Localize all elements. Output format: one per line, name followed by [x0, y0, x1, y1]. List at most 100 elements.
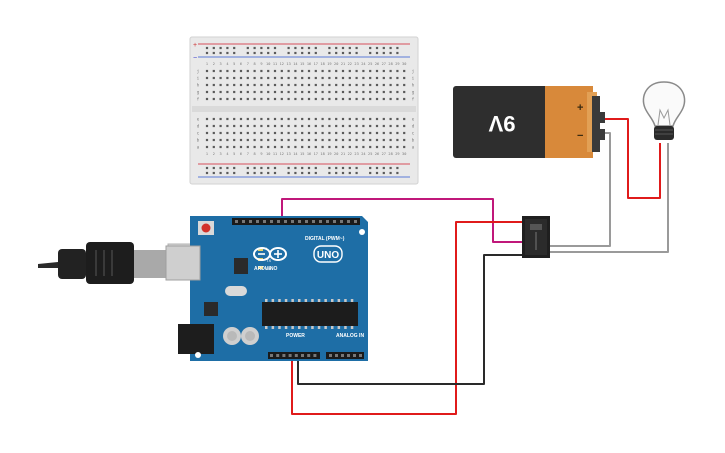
breadboard-hole[interactable]: [267, 124, 270, 128]
breadboard-hole[interactable]: [375, 69, 379, 73]
breadboard-hole[interactable]: [294, 124, 297, 128]
breadboard-hole[interactable]: [267, 166, 270, 170]
breadboard-hole[interactable]: [369, 138, 372, 142]
breadboard-hole[interactable]: [396, 97, 399, 101]
breadboard-hole[interactable]: [341, 51, 345, 55]
breadboard-hole[interactable]: [382, 76, 385, 80]
breadboard-hole[interactable]: [212, 51, 215, 55]
breadboard-hole[interactable]: [287, 83, 290, 87]
breadboard-hole[interactable]: [403, 97, 406, 101]
breadboard-hole[interactable]: [355, 171, 358, 175]
breadboard-hole[interactable]: [267, 69, 270, 73]
digital-pin[interactable]: [291, 220, 294, 223]
battery-9v[interactable]: 9V + −: [453, 86, 605, 158]
breadboard-hole[interactable]: [219, 138, 222, 142]
breadboard-hole[interactable]: [375, 131, 379, 135]
analog-pin[interactable]: [329, 354, 332, 357]
breadboard-hole[interactable]: [321, 97, 324, 101]
breadboard-hole[interactable]: [403, 76, 406, 80]
breadboard-hole[interactable]: [382, 51, 385, 55]
breadboard-hole[interactable]: [301, 51, 304, 55]
breadboard-hole[interactable]: [341, 69, 345, 73]
breadboard-hole[interactable]: [314, 46, 317, 50]
breadboard-hole[interactable]: [219, 166, 222, 170]
breadboard-hole[interactable]: [233, 166, 236, 170]
breadboard-hole[interactable]: [294, 166, 297, 170]
power-pin[interactable]: [294, 354, 298, 357]
breadboard-hole[interactable]: [396, 117, 399, 121]
breadboard-hole[interactable]: [389, 131, 392, 135]
breadboard-hole[interactable]: [403, 117, 406, 121]
breadboard-hole[interactable]: [335, 145, 338, 149]
breadboard-hole[interactable]: [294, 83, 297, 87]
breadboard-hole[interactable]: [403, 90, 406, 94]
breadboard-hole[interactable]: [335, 83, 338, 87]
breadboard-hole[interactable]: [382, 46, 385, 50]
breadboard-hole[interactable]: [260, 51, 263, 55]
breadboard-hole[interactable]: [328, 145, 331, 149]
breadboard-hole[interactable]: [219, 97, 222, 101]
breadboard-hole[interactable]: [260, 131, 263, 135]
breadboard-hole[interactable]: [314, 171, 317, 175]
breadboard-hole[interactable]: [348, 171, 351, 175]
breadboard-hole[interactable]: [307, 131, 311, 135]
breadboard-hole[interactable]: [355, 145, 358, 149]
breadboard-hole[interactable]: [246, 97, 249, 101]
breadboard-hole[interactable]: [205, 76, 209, 80]
digital-pin[interactable]: [326, 220, 329, 223]
breadboard-hole[interactable]: [321, 90, 324, 94]
breadboard-hole[interactable]: [267, 117, 270, 121]
breadboard-hole[interactable]: [341, 171, 345, 175]
breadboard-hole[interactable]: [280, 138, 283, 142]
breadboard-hole[interactable]: [396, 171, 399, 175]
breadboard-hole[interactable]: [294, 145, 297, 149]
breadboard-hole[interactable]: [335, 90, 338, 94]
breadboard-hole[interactable]: [226, 90, 229, 94]
breadboard-hole[interactable]: [341, 83, 345, 87]
breadboard-hole[interactable]: [239, 97, 243, 101]
breadboard-hole[interactable]: [328, 97, 331, 101]
breadboard-hole[interactable]: [267, 51, 270, 55]
reset-button[interactable]: [201, 223, 211, 233]
breadboard-hole[interactable]: [273, 171, 277, 175]
breadboard-hole[interactable]: [396, 145, 399, 149]
breadboard-hole[interactable]: [294, 69, 297, 73]
breadboard-hole[interactable]: [301, 69, 304, 73]
breadboard-hole[interactable]: [335, 76, 338, 80]
breadboard-hole[interactable]: [314, 69, 317, 73]
digital-pin[interactable]: [284, 220, 287, 223]
breadboard-hole[interactable]: [328, 46, 331, 50]
breadboard-hole[interactable]: [328, 138, 331, 142]
breadboard-hole[interactable]: [328, 124, 331, 128]
breadboard-hole[interactable]: [287, 97, 290, 101]
digital-pin[interactable]: [340, 220, 343, 223]
breadboard-hole[interactable]: [403, 138, 406, 142]
breadboard-hole[interactable]: [219, 131, 222, 135]
breadboard-hole[interactable]: [389, 117, 392, 121]
breadboard-hole[interactable]: [362, 90, 365, 94]
breadboard-hole[interactable]: [348, 117, 351, 121]
breadboard-hole[interactable]: [375, 76, 379, 80]
breadboard-hole[interactable]: [348, 145, 351, 149]
breadboard-hole[interactable]: [205, 166, 209, 170]
breadboard-hole[interactable]: [389, 166, 392, 170]
breadboard-hole[interactable]: [307, 69, 311, 73]
breadboard-hole[interactable]: [212, 124, 215, 128]
breadboard-hole[interactable]: [233, 46, 236, 50]
digital-pin[interactable]: [235, 220, 238, 223]
breadboard-hole[interactable]: [239, 90, 243, 94]
breadboard-hole[interactable]: [226, 124, 229, 128]
breadboard-hole[interactable]: [212, 117, 215, 121]
breadboard-hole[interactable]: [301, 90, 304, 94]
breadboard-hole[interactable]: [389, 46, 392, 50]
breadboard-hole[interactable]: [321, 76, 324, 80]
breadboard-hole[interactable]: [335, 171, 338, 175]
breadboard-hole[interactable]: [382, 138, 385, 142]
breadboard-hole[interactable]: [341, 117, 345, 121]
breadboard-hole[interactable]: [260, 97, 263, 101]
wire-magenta[interactable]: [281, 198, 522, 243]
breadboard-hole[interactable]: [307, 166, 311, 170]
breadboard-hole[interactable]: [301, 166, 304, 170]
breadboard-hole[interactable]: [205, 51, 209, 55]
breadboard-hole[interactable]: [267, 138, 270, 142]
